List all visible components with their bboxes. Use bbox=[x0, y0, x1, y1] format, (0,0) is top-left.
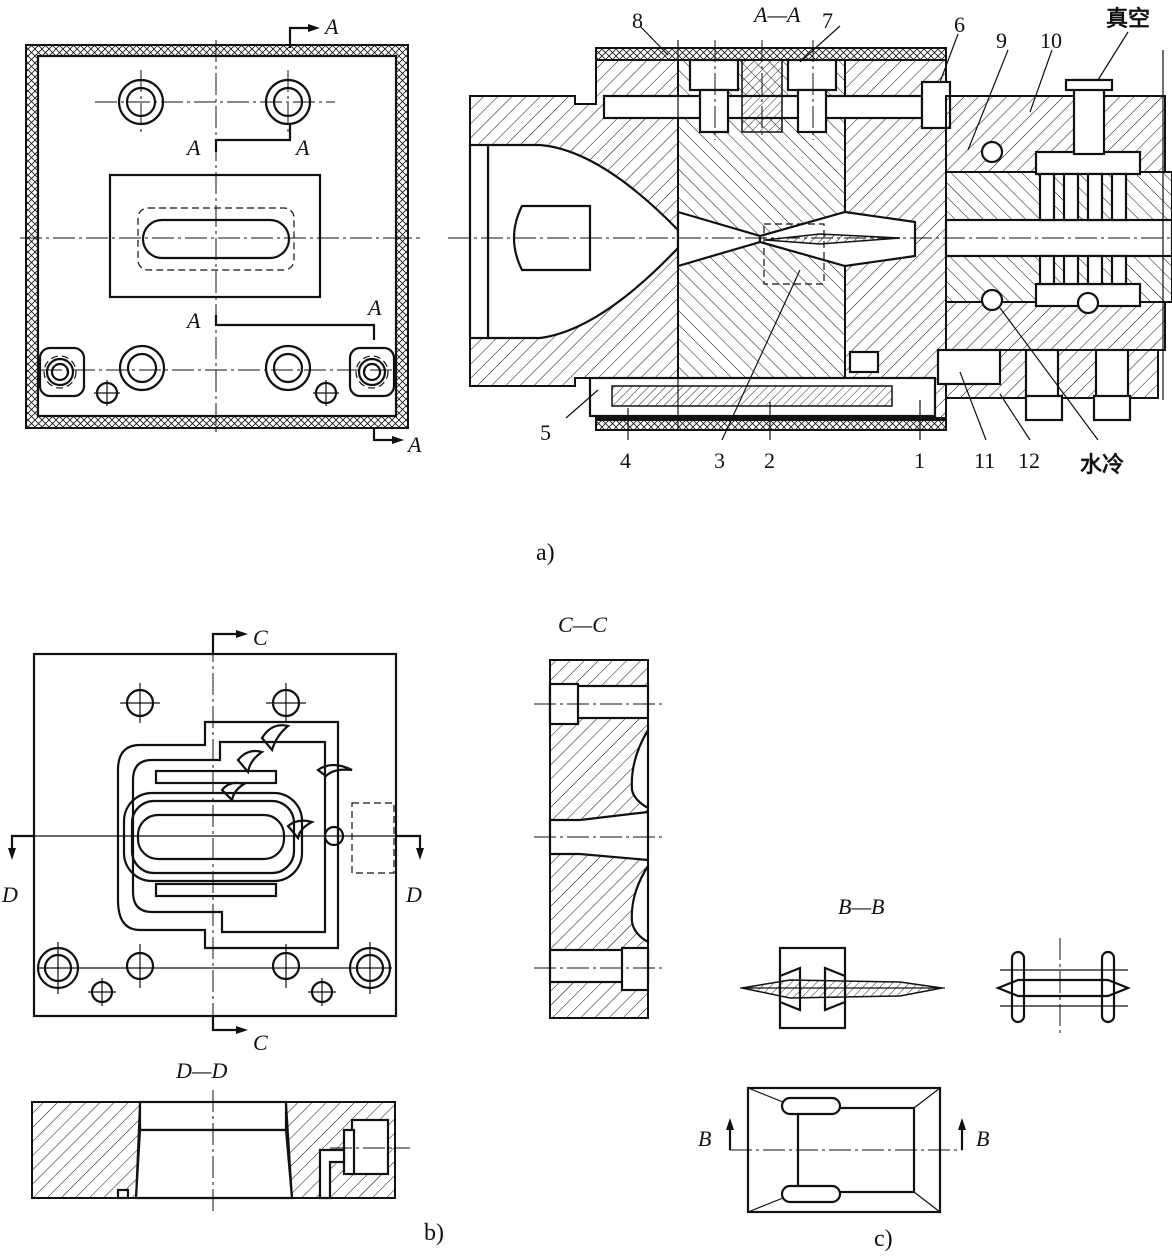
fig-c bbox=[726, 938, 1131, 1214]
cut-marker-a: A bbox=[406, 432, 422, 457]
section-label-aa: A—A bbox=[752, 2, 801, 27]
figure-label-c: c) bbox=[874, 1226, 893, 1252]
vacuum-manifold-top bbox=[1034, 150, 1142, 176]
figure-label-b: b) bbox=[424, 1220, 444, 1246]
cut-marker-a: A bbox=[323, 14, 339, 39]
part-1: 1 bbox=[914, 448, 925, 473]
fig-a-plan-view: A A A A A A bbox=[20, 14, 422, 457]
top-bolts bbox=[688, 40, 838, 140]
cut-marker-a: A bbox=[185, 308, 201, 333]
cut-marker-c: C bbox=[253, 1030, 268, 1055]
vacuum-label: 真空 bbox=[1106, 6, 1150, 32]
plan-center-insert bbox=[108, 173, 322, 299]
fig-c-side-view bbox=[995, 938, 1131, 1036]
part-12: 12 bbox=[1018, 448, 1040, 473]
part-7: 7 bbox=[822, 8, 833, 33]
part-9: 9 bbox=[996, 28, 1007, 53]
cut-marker-b: B bbox=[976, 1126, 989, 1151]
cut-marker-c: C bbox=[253, 625, 268, 650]
water-cooling-label: 水冷 bbox=[1080, 452, 1124, 478]
fig-b-plan-view bbox=[8, 630, 424, 1034]
plug-11 bbox=[936, 348, 1002, 386]
part-3: 3 bbox=[714, 448, 725, 473]
cut-marker-a: A bbox=[294, 135, 310, 160]
insert-needle bbox=[764, 233, 901, 245]
plan-cavity-slot bbox=[141, 218, 291, 260]
cut-marker-a: A bbox=[366, 295, 382, 320]
leader-lines bbox=[565, 25, 1129, 441]
part-5: 5 bbox=[540, 420, 551, 445]
vacuum-port bbox=[1072, 78, 1106, 156]
o-ring-top bbox=[980, 140, 1004, 164]
b-holes bbox=[36, 683, 392, 1006]
upper-bolt-holes bbox=[95, 70, 335, 134]
vacuum-block-bottom bbox=[945, 301, 1166, 351]
part-6: 6 bbox=[954, 12, 965, 37]
part-10: 10 bbox=[1040, 28, 1062, 53]
section-label-dd: D—D bbox=[175, 1058, 227, 1083]
part-11: 11 bbox=[974, 448, 995, 473]
vacuum-vents bbox=[1038, 172, 1128, 286]
part-8: 8 bbox=[632, 8, 643, 33]
figure-label-a: a) bbox=[536, 540, 555, 566]
lower-bolt-holes bbox=[38, 344, 396, 406]
plan-inner-plate bbox=[36, 54, 398, 418]
plan-insert-dashed-outline bbox=[137, 207, 295, 271]
bottom-rod bbox=[611, 385, 893, 407]
part-2: 2 bbox=[764, 448, 775, 473]
o-ring-bottom bbox=[980, 288, 1004, 312]
top-cover-strip bbox=[595, 47, 947, 61]
section-label-bb: B—B bbox=[838, 894, 884, 919]
cut-marker-d: D bbox=[405, 882, 422, 907]
fig-b-section-dd bbox=[31, 1090, 410, 1212]
b-plate-outline bbox=[32, 652, 398, 1018]
cut-marker-a: A bbox=[185, 135, 201, 160]
cut-marker-b: B bbox=[698, 1126, 711, 1151]
fig-a-section-view bbox=[448, 25, 1172, 441]
part-4: 4 bbox=[620, 448, 631, 473]
section-label-cc: C—C bbox=[558, 612, 607, 637]
bottom-cover-strip bbox=[595, 419, 947, 431]
section-a-cutline bbox=[214, 24, 404, 444]
cut-marker-d: D bbox=[1, 882, 18, 907]
b-cooling-channels bbox=[116, 720, 395, 950]
fig-b-section-cc bbox=[534, 659, 664, 1019]
